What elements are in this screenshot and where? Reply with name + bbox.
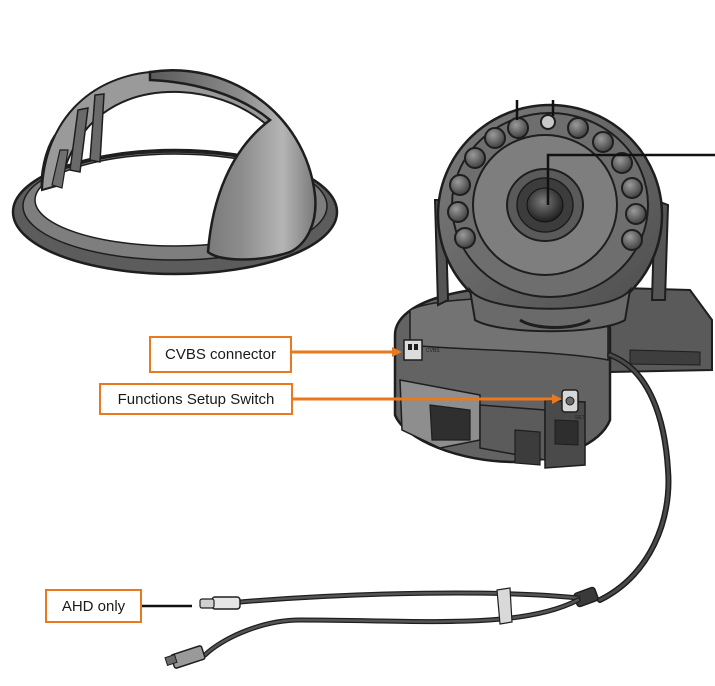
camera-head	[433, 100, 715, 333]
cvbs-connector-label: CVBS connector	[149, 336, 292, 373]
dc-power-plug	[164, 645, 206, 669]
cvbs-connector: CVBS	[403, 339, 440, 361]
ir-led-ring	[447, 117, 647, 251]
svg-text:CVBS: CVBS	[426, 348, 440, 354]
switch-label: SET	[575, 415, 585, 421]
lens	[506, 168, 584, 242]
dome-cover	[11, 69, 339, 276]
ahd-only-label: AHD only	[45, 589, 142, 623]
setup-switch: SET	[561, 389, 585, 421]
functions-setup-switch-label: Functions Setup Switch	[99, 383, 293, 415]
leader-line-lens	[546, 153, 715, 205]
light-sensor	[540, 114, 556, 130]
bnc-connector	[199, 596, 241, 610]
cable-assembly	[164, 352, 672, 669]
